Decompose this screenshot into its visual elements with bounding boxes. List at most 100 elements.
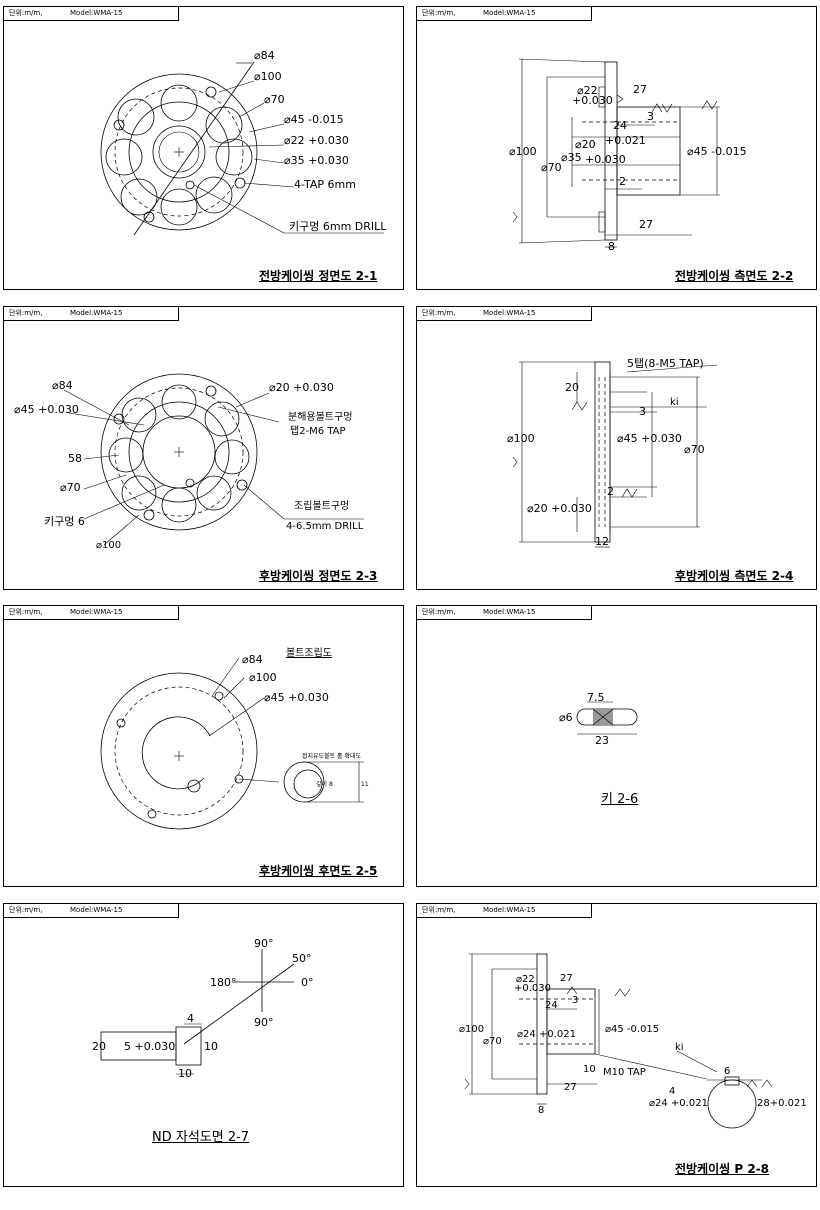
label-d70: ⌀70 bbox=[264, 93, 285, 106]
label-90-bottom: 90° bbox=[254, 1016, 274, 1029]
label-d84: ⌀84 bbox=[52, 379, 73, 392]
label-d20-tol: +0.021 bbox=[605, 134, 646, 147]
label-assembly-hole: 조립볼트구멍 bbox=[294, 499, 349, 512]
label-3: 3 bbox=[647, 110, 654, 123]
label-10: 10 bbox=[583, 1064, 596, 1075]
sheet-title: ND 자석도면 2-7 bbox=[152, 1130, 250, 1145]
label-d22: ⌀22 bbox=[516, 974, 535, 985]
label-10-bottom: 10 bbox=[178, 1067, 192, 1080]
label-3: 3 bbox=[639, 405, 646, 418]
front-casing-p-drawing: ⌀22 +0.030 27 3 24 ⌀100 ⌀70 ⌀24 +0.021 ⌀… bbox=[459, 953, 807, 1129]
label-d100: ⌀100 bbox=[254, 70, 282, 83]
label-3: 3 bbox=[572, 995, 578, 1006]
label-8: 8 bbox=[538, 1105, 544, 1116]
front-view-drawing: ⌀84 ⌀100 ⌀70 ⌀45 -0.015 ⌀22 +0.030 ⌀35 +… bbox=[100, 49, 387, 236]
label-m5-tap: 5탭(8-M5 TAP) bbox=[627, 357, 704, 370]
label-d35: ⌀35 +0.030 bbox=[284, 154, 349, 167]
label-m6-tap: 탭2-M6 TAP bbox=[290, 425, 346, 437]
title-block: 단위:m/m,Model:WMA-15 bbox=[4, 904, 179, 918]
title-block: 단위:m/m,Model:WMA-15 bbox=[417, 904, 592, 918]
label-d70: ⌀70 bbox=[483, 1036, 502, 1047]
label-ground-bolt-detail: 접지유도볼트 홀 확대도 bbox=[302, 752, 361, 760]
label-28: 28+0.021 bbox=[757, 1098, 807, 1109]
rear-back-view-drawing: ⌀84 볼트조립도 ⌀100 ⌀45 +0.030 접지유도볼트 홀 확대도 깊… bbox=[100, 646, 369, 830]
title-block: 단위:m/m,Model:WMA-15 bbox=[417, 307, 592, 321]
label-2: 2 bbox=[607, 485, 614, 498]
label-27-bottom: 27 bbox=[639, 218, 653, 231]
label-d45: ⌀45 -0.015 bbox=[605, 1024, 659, 1035]
label-d24-left: ⌀24 +0.021 bbox=[517, 1029, 576, 1040]
sheet-rear-casing-back-view: 단위:m/m,Model:WMA-15 ⌀84 볼트조립도 ⌀100 ⌀45 +… bbox=[3, 605, 404, 887]
label-24-top: 24 bbox=[545, 1000, 558, 1011]
label-m10-tap: M10 TAP bbox=[603, 1067, 646, 1078]
label-d20: ⌀20 +0.030 bbox=[527, 502, 592, 515]
label-23: 23 bbox=[595, 734, 609, 747]
sheet-rear-casing-side-view: 단위:m/m,Model:WMA-15 5탭(8-M5 TAP) 20 ki 3… bbox=[416, 306, 817, 590]
label-50: 50° bbox=[292, 952, 312, 965]
nd-magnet-drawing: 90° 50° 180° 0° 90° 4 20 5 +0.030 10 10 bbox=[92, 937, 314, 1080]
label-d45: ⌀45 +0.030 bbox=[264, 691, 329, 704]
label-d45: ⌀45 +0.030 bbox=[617, 432, 682, 445]
label-d84: ⌀84 bbox=[242, 653, 263, 666]
side-view-drawing: ⌀22 +0.030 27 3 24 ⌀20 +0.021 ⌀100 ⌀70 ⌀… bbox=[509, 58, 747, 253]
label-ki: ki bbox=[675, 1042, 684, 1053]
sheet-rear-casing-front-view: 단위:m/m,Model:WMA-15 ⌀84 ⌀20 +0.030 ⌀45 +… bbox=[3, 306, 404, 590]
sheet-title: 전방케이씽 측면도 2-2 bbox=[675, 269, 794, 283]
label-d20: ⌀20 bbox=[575, 138, 596, 151]
label-2: 2 bbox=[619, 175, 626, 188]
label-keyhole: 키구멍 6 bbox=[44, 515, 85, 528]
label-d35-tol: +0.030 bbox=[585, 153, 626, 166]
label-d100: ⌀100 bbox=[459, 1024, 484, 1035]
label-24: 24 bbox=[613, 119, 627, 132]
label-5-tol: 5 +0.030 bbox=[124, 1040, 175, 1053]
label-d22: ⌀22 +0.030 bbox=[284, 134, 349, 147]
label-depth-8: 깊이 8 bbox=[316, 780, 333, 788]
sheet-front-casing-front-view: 단위:m/m,Model:WMA-15 ⌀84 ⌀100 ⌀70 bbox=[3, 6, 404, 290]
label-bolt-assembly: 볼트조립도 bbox=[286, 646, 332, 659]
label-d70: ⌀70 bbox=[541, 161, 562, 174]
sheet-nd-magnet: 단위:m/m,Model:WMA-15 90° 50° 180° 0° 90° … bbox=[3, 903, 404, 1187]
label-d22: ⌀22 bbox=[577, 84, 598, 97]
label-d24-right: ⌀24 +0.021 bbox=[649, 1098, 708, 1109]
key-drawing: 7.5 ⌀6 23 bbox=[559, 691, 638, 747]
label-d84: ⌀84 bbox=[254, 49, 275, 62]
label-58: 58 bbox=[68, 452, 82, 465]
label-7-5: 7.5 bbox=[587, 691, 605, 704]
sheet-title: 전방케이씽 P 2-8 bbox=[675, 1162, 770, 1176]
label-6: 6 bbox=[724, 1066, 730, 1077]
label-90-top: 90° bbox=[254, 937, 274, 950]
label-27-bottom: 27 bbox=[564, 1082, 577, 1093]
label-d70: ⌀70 bbox=[684, 443, 705, 456]
label-d6: ⌀6 bbox=[559, 711, 573, 724]
sheet-key: 단위:m/m,Model:WMA-15 7.5 ⌀6 23 키 2-6 bbox=[416, 605, 817, 887]
label-d100: ⌀100 bbox=[509, 145, 537, 158]
sheet-title: 키 2-6 bbox=[601, 792, 639, 807]
label-drill: 4-6.5mm DRILL bbox=[286, 521, 364, 532]
title-block: 단위:m/m,Model:WMA-15 bbox=[4, 307, 179, 321]
label-d45: ⌀45 -0.015 bbox=[687, 145, 747, 158]
label-d70: ⌀70 bbox=[60, 481, 81, 494]
title-block: 단위:m/m,Model:WMA-15 bbox=[417, 7, 592, 21]
label-0: 0° bbox=[301, 976, 314, 989]
label-d35: ⌀35 bbox=[561, 151, 582, 164]
title-block: 단위:m/m,Model:WMA-15 bbox=[4, 7, 179, 21]
label-d45: ⌀45 -0.015 bbox=[284, 113, 344, 126]
label-10-right: 10 bbox=[204, 1040, 218, 1053]
label-8: 8 bbox=[608, 240, 615, 253]
label-20: 20 bbox=[92, 1040, 106, 1053]
label-4: 4 bbox=[187, 1012, 194, 1025]
sheet-title: 후방케이씽 정면도 2-3 bbox=[259, 569, 378, 583]
sheet-title: 후방케이씽 측면도 2-4 bbox=[675, 569, 794, 583]
label-27-top: 27 bbox=[560, 973, 573, 984]
label-d22-tol: +0.030 bbox=[514, 983, 551, 994]
label-d20: ⌀20 +0.030 bbox=[269, 381, 334, 394]
label-d22-tol: +0.030 bbox=[572, 94, 613, 107]
sheet-title: 후방케이씽 후면도 2-5 bbox=[259, 864, 378, 878]
label-ki: ki bbox=[670, 397, 679, 408]
label-12: 12 bbox=[595, 535, 609, 548]
label-180: 180° bbox=[210, 976, 237, 989]
label-20: 20 bbox=[565, 381, 579, 394]
label-d45: ⌀45 +0.030 bbox=[14, 403, 79, 416]
label-key-drill: 키구멍 6mm DRILL bbox=[289, 220, 387, 233]
label-d100: ⌀100 bbox=[249, 671, 277, 684]
